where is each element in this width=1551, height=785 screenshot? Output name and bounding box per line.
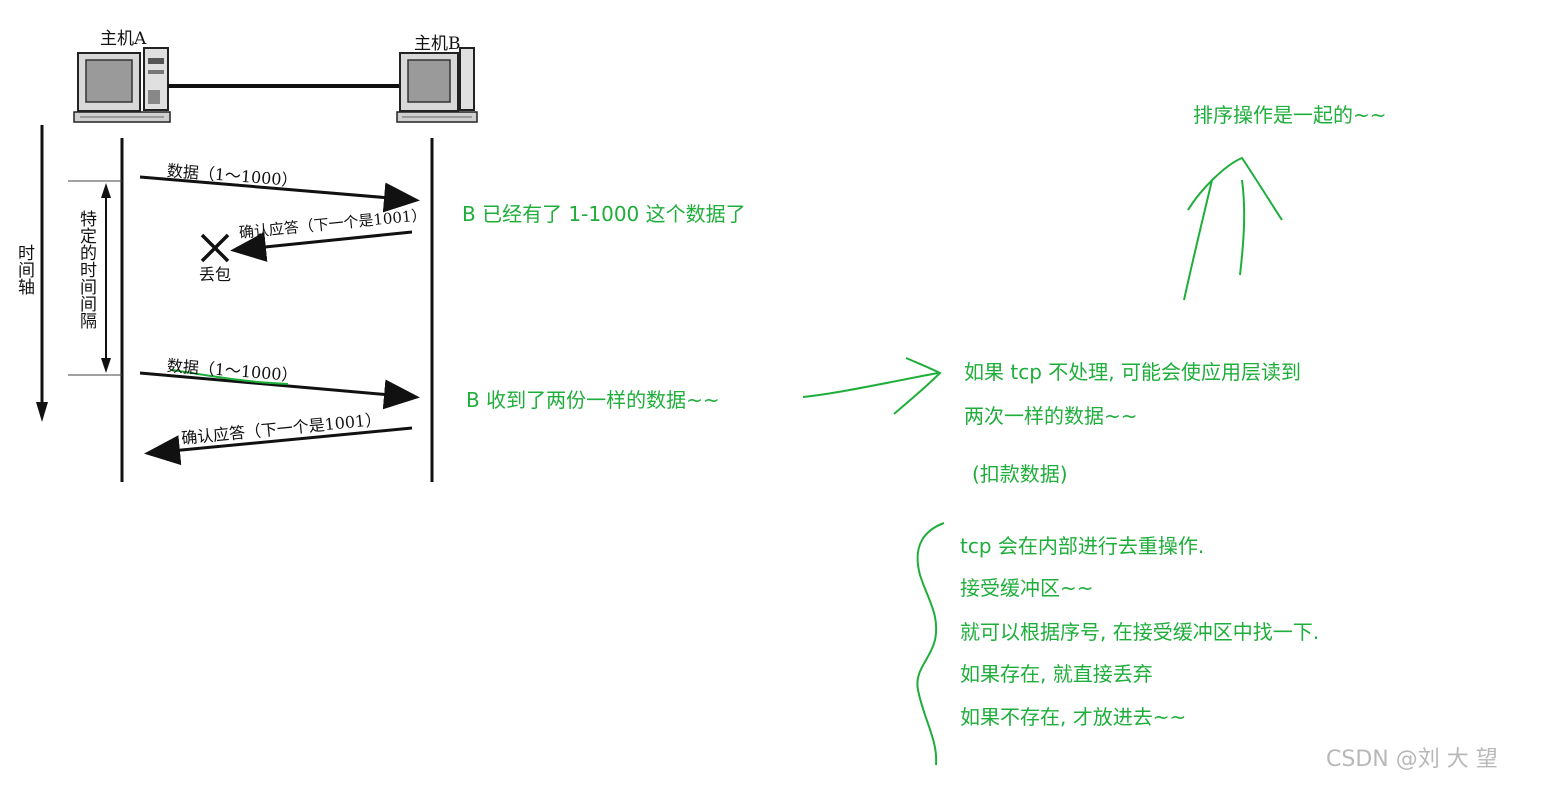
computer-a-icon	[73, 47, 171, 123]
time-axis-arrowhead	[36, 402, 48, 422]
lost-label: 丢包	[199, 265, 232, 284]
data-arrow-2	[139, 371, 420, 410]
computer-b-icon	[396, 47, 478, 123]
note-dedupe-line4: 如果存在, 就直接丢弃	[960, 662, 1153, 686]
watermark: CSDN @刘 大 望	[1326, 747, 1498, 772]
right-arrow-icon	[802, 357, 942, 415]
note-not-handled-line1: 如果 tcp 不处理, 可能会使应用层读到	[964, 360, 1301, 384]
host-b-label: 主机B	[414, 34, 461, 54]
note-b-received-twice: B 收到了两份一样的数据~~	[466, 388, 720, 412]
ack-arrow-2	[144, 426, 413, 466]
note-deduct: (扣款数据)	[972, 462, 1068, 486]
note-sort: 排序操作是一起的~~	[1193, 103, 1387, 127]
highlight-underline	[171, 369, 289, 385]
note-dedupe-line3: 就可以根据序号, 在接受缓冲区中找一下.	[960, 620, 1320, 644]
time-axis-label: 时间轴	[14, 244, 34, 295]
up-arrow-icon	[1183, 156, 1283, 301]
lost-packet-x-icon	[200, 233, 230, 263]
note-b-has-data: B 已经有了 1-1000 这个数据了	[462, 202, 746, 226]
interval-label: 特定的时间间隔	[76, 210, 96, 329]
curly-brace-icon	[916, 522, 945, 766]
note-dedupe-line2: 接受缓冲区~~	[960, 576, 1094, 600]
host-a-label: 主机A	[100, 29, 147, 49]
ack-arrow-1	[230, 230, 413, 262]
note-not-handled-line2: 两次一样的数据~~	[964, 404, 1138, 428]
note-dedupe-line5: 如果不存在, 才放进去~~	[960, 705, 1187, 729]
note-dedupe-line1: tcp 会在内部进行去重操作.	[960, 534, 1205, 558]
data-arrow-1	[139, 175, 420, 213]
